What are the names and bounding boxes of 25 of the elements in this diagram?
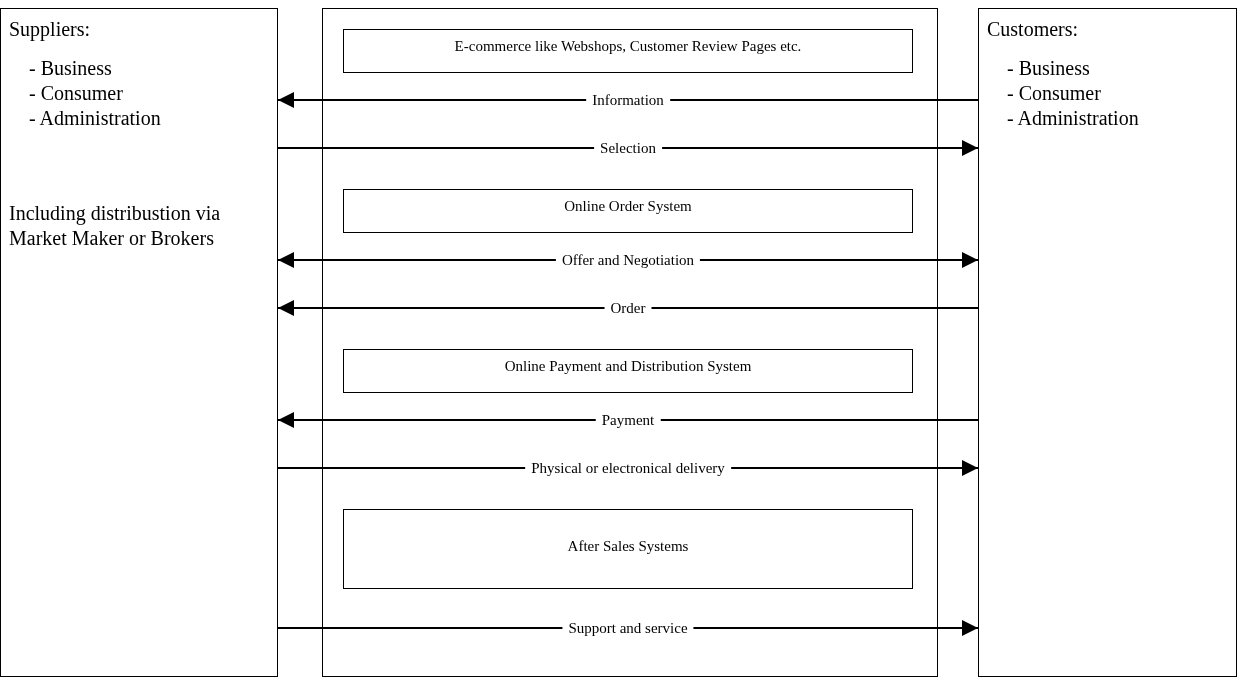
arrow [277,300,979,316]
note-text: Including distribustion via Market Maker or Brokers [9,201,222,251]
system-box [343,29,913,73]
panel-heading: Suppliers: [9,17,91,42]
panel-heading: Customers: [987,17,1079,42]
arrow [277,140,979,156]
arrow [277,92,979,108]
box-label: After Sales Systems [567,538,689,555]
box-label: Online Order System [564,198,692,215]
arrow [277,412,979,428]
list-item: - Business [1006,56,1090,81]
system-box [343,349,913,393]
panel [0,8,278,677]
box-label: Online Payment and Distribution System [504,358,752,375]
list-item: - Consumer [28,81,123,106]
edge-label: Offer and Negotiation [555,251,701,269]
list-item: - Business [28,56,112,81]
panel [978,8,1237,677]
box-label: E-commerce like Webshops, Customer Review Pages etc. [454,38,802,55]
list-item: - Administration [1006,106,1139,131]
system-box [343,189,913,233]
list-item: - Administration [28,106,161,131]
column-frame [322,8,938,677]
list-item: - Consumer [1006,81,1101,106]
system-box [343,509,913,589]
